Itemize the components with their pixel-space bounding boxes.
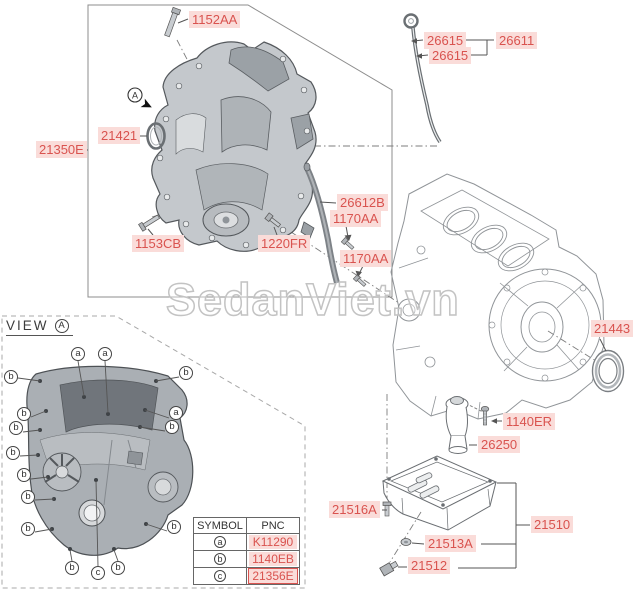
gasket-21513A <box>400 538 412 546</box>
bolt-1153CB <box>138 214 161 232</box>
bolt-1140ER <box>480 406 490 426</box>
part-label-21513A[interactable]: 21513A <box>425 535 476 552</box>
bolt-marker-b: b <box>65 561 79 575</box>
bolt-marker-b: b <box>111 561 125 575</box>
plug-21512 <box>379 560 399 577</box>
gauge-tube-26612B <box>300 162 340 284</box>
bolt-marker-b: b <box>6 446 20 460</box>
pnc-K11290[interactable]: K11290 <box>249 535 297 549</box>
table-row: c 21356E <box>193 567 300 585</box>
view-a-section-border <box>1 315 306 589</box>
bolt-marker-a: a <box>169 406 183 420</box>
engine-block-drawing <box>390 173 605 420</box>
part-label-1170AA[interactable]: 1170AA <box>340 250 392 267</box>
oring-21421 <box>146 122 166 150</box>
stud-1152AA <box>164 6 182 38</box>
bolt-1170AA-1 <box>340 237 355 250</box>
bolt-marker-b: b <box>165 420 179 434</box>
part-label-26250[interactable]: 26250 <box>478 436 521 453</box>
part-label-21350E[interactable]: 21350E <box>36 141 87 158</box>
part-label-1170AA[interactable]: 1170AA <box>330 210 382 227</box>
symbol-pnc-table: SYMBOL PNC a K11290 b 1140EB c 21356E <box>193 517 300 585</box>
part-label-21512[interactable]: 21512 <box>408 557 451 574</box>
part-label-21443[interactable]: 21443 <box>591 320 634 337</box>
table-header-symbol: SYMBOL <box>193 517 247 534</box>
dipstick-drawing <box>403 13 442 143</box>
symbol-a: a <box>214 536 226 548</box>
svg-text:A: A <box>132 91 138 101</box>
bolt-marker-b: b <box>21 490 35 504</box>
part-label-1220FR[interactable]: 1220FR <box>258 235 311 252</box>
marker-leader-lines <box>17 360 180 567</box>
bolt-1220FR <box>264 212 282 228</box>
bolt-marker-b: b <box>21 522 35 536</box>
symbol-b: b <box>214 553 226 565</box>
table-row: a K11290 <box>193 533 300 551</box>
top-section-border <box>87 4 393 298</box>
bolt-marker-b: b <box>167 520 181 534</box>
seal-21443 <box>591 349 625 393</box>
part-label-26615[interactable]: 26615 <box>424 32 467 49</box>
bolt-1170AA-2 <box>352 274 367 287</box>
pnc-21356E[interactable]: 21356E <box>248 568 298 584</box>
part-label-26612B[interactable]: 26612B <box>337 194 388 211</box>
bolt-marker-a: a <box>98 347 112 361</box>
detail-a-pointer: A ➤ <box>127 87 156 115</box>
bolt-marker-c: c <box>91 566 105 580</box>
timing-cover-drawing <box>151 41 317 252</box>
bolt-marker-b: b <box>17 468 31 482</box>
part-label-1140ER[interactable]: 1140ER <box>503 413 556 430</box>
leader-arrowheads <box>344 38 497 424</box>
view-a-cover-drawing <box>17 360 194 567</box>
part-label-21510[interactable]: 21510 <box>531 516 574 533</box>
bolt-marker-a: a <box>71 347 85 361</box>
table-header-pnc: PNC <box>246 517 300 534</box>
oil-strainer-26250 <box>445 396 469 454</box>
part-label-26611[interactable]: 26611 <box>496 32 538 49</box>
part-label-21516A[interactable]: 21516A <box>329 501 380 518</box>
bolt-marker-b: b <box>179 366 193 380</box>
oil-pan-drawing <box>381 455 498 531</box>
bolt-marker-b: b <box>4 370 18 384</box>
symbol-c: c <box>214 570 226 582</box>
view-a-title: VIEW A <box>6 318 73 336</box>
part-label-1153CB[interactable]: 1153CB <box>132 235 185 252</box>
bolt-marker-b: b <box>9 421 23 435</box>
table-row: b 1140EB <box>193 550 300 568</box>
bolt-21516A <box>382 501 392 517</box>
view-a-symbol: A <box>54 318 69 333</box>
view-a-title-text: VIEW <box>6 318 49 333</box>
bolt-marker-b: b <box>17 407 31 421</box>
pnc-1140EB[interactable]: 1140EB <box>249 552 297 566</box>
part-label-21421[interactable]: 21421 <box>98 127 141 144</box>
part-label-1152AA[interactable]: 1152AA <box>189 11 241 28</box>
part-label-26615[interactable]: 26615 <box>429 47 472 64</box>
